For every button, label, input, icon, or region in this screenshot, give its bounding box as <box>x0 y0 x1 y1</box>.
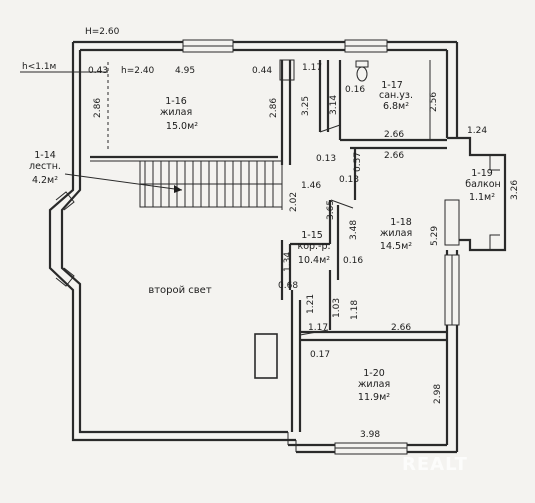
dim-1-03: 1.03 <box>332 298 342 318</box>
room-1-14: 1-14 лестн. 4.2м² <box>29 150 61 186</box>
dimension-labels: 0.43 4.95 0.44 1.17 0.16 2.66 2.66 0.13 … <box>88 63 487 440</box>
dim-2-86-right: 2.86 <box>269 98 279 118</box>
dim-3-14: 3.14 <box>329 95 339 115</box>
room-1-18: 1-18 жилая 14.5м² <box>380 217 412 252</box>
dim-0-43: 0.43 <box>88 66 108 76</box>
dim-1-18: 1.18 <box>350 300 360 320</box>
room-area: 14.5м² <box>380 241 412 252</box>
room-name: жилая <box>160 107 192 118</box>
stair-arrow <box>174 185 182 193</box>
dim-0-13-b: 0.13 <box>339 175 359 185</box>
dim-2-66-b: 2.66 <box>384 151 404 161</box>
watermark: REALT <box>402 454 468 475</box>
dim-0-57: 0.57 <box>353 152 363 172</box>
dim-2-98: 2.98 <box>433 384 443 404</box>
dim-2-56: 2.56 <box>429 92 439 112</box>
room-area: 6.8м² <box>383 101 409 112</box>
stairs <box>139 160 283 208</box>
void-label: второй свет <box>148 285 212 296</box>
room-id: 1-14 <box>34 150 56 161</box>
room-area: 1.1м² <box>469 192 495 203</box>
dim-0-44: 0.44 <box>252 66 272 76</box>
balcony <box>444 136 507 252</box>
interior-walls <box>90 59 447 432</box>
dim-1-17-top: 1.17 <box>302 63 322 73</box>
room-area: 11.9м² <box>358 392 390 403</box>
dim-3-98: 3.98 <box>360 430 380 440</box>
room-name: жилая <box>358 379 390 390</box>
room-name: балкон <box>465 179 501 190</box>
dim-3-48: 3.48 <box>349 220 359 240</box>
dim-0-17: 0.17 <box>310 350 330 360</box>
dim-1-17-mid: 1.17 <box>308 323 328 333</box>
room-area: 4.2м² <box>32 175 58 186</box>
windows <box>55 39 460 455</box>
vertical-dimension-labels: 2.86 2.86 3.25 3.14 2.56 0.57 3.26 2.02 … <box>93 92 520 404</box>
dim-2-66-a: 2.66 <box>384 130 404 140</box>
room-area: 10.4м² <box>298 255 330 266</box>
room-1-15: 1-15 кор.-р. 10.4м² <box>297 230 330 266</box>
dim-3-25: 3.25 <box>301 96 311 116</box>
room-id: 1-15 <box>301 230 323 241</box>
room-1-17: 1-17 сан.уз. 6.8м² <box>379 80 413 112</box>
room-1-20: 1-20 жилая 11.9м² <box>358 368 390 403</box>
dim-4-95: 4.95 <box>175 66 195 76</box>
exterior-walls <box>48 40 459 454</box>
room-id: 1-19 <box>471 168 493 179</box>
dim-2-86-left: 2.86 <box>93 98 103 118</box>
dim-0-16-mid: 0.16 <box>343 256 363 266</box>
room-name: сан.уз. <box>379 90 413 101</box>
room-id: 1-18 <box>390 217 412 228</box>
room-id: 1-20 <box>363 368 385 379</box>
dim-1-46: 1.46 <box>301 181 321 191</box>
room-name: жилая <box>380 228 412 239</box>
room-area: 15.0м² <box>166 121 198 132</box>
dim-0-13-a: 0.13 <box>316 154 336 164</box>
dim-1-21: 1.21 <box>306 294 316 314</box>
low-area-height: h<1.1м <box>22 62 56 72</box>
room-name: кор.-р. <box>297 241 330 252</box>
dim-0-68: 0.68 <box>278 281 298 291</box>
room-id: 1-16 <box>165 96 187 107</box>
dim-5-29: 5.29 <box>430 226 440 246</box>
stair-leader <box>64 173 183 191</box>
door-swings <box>299 124 354 336</box>
stair-height: h=2.40 <box>121 66 155 76</box>
room-name: лестн. <box>29 161 61 172</box>
dim-2-02: 2.02 <box>289 192 299 212</box>
toilet-icon <box>355 60 369 82</box>
room-id: 1-17 <box>381 80 403 91</box>
dim-3-65: 3.65 <box>326 200 336 220</box>
dim-1-24: 1.24 <box>467 126 487 136</box>
dim-1-34: 1.34 <box>283 252 293 272</box>
floor-height: H=2.60 <box>85 27 120 37</box>
dim-3-26: 3.26 <box>510 180 520 200</box>
dim-0-16-top: 0.16 <box>345 85 365 95</box>
room-1-16: 1-16 жилая 15.0м² <box>160 96 198 132</box>
dim-2-66-c: 2.66 <box>391 323 411 333</box>
room-1-19: 1-19 балкон 1.1м² <box>465 168 501 203</box>
